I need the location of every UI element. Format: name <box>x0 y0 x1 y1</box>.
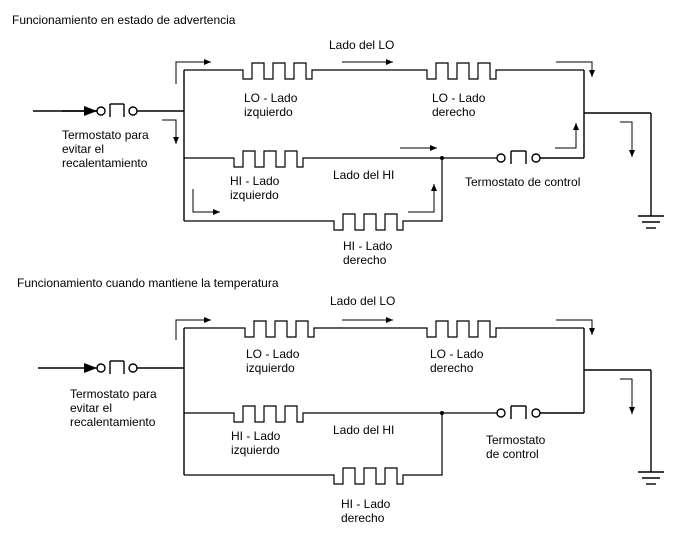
lo-branch-resistors <box>184 62 584 80</box>
ground-icon <box>638 215 664 229</box>
overheat-thermostat <box>96 360 184 374</box>
label-termostato-control-2: de control <box>486 447 539 461</box>
label-hi-derecho-2: derecho <box>343 253 387 267</box>
label-termostato-control: Termostato de control <box>465 175 580 189</box>
label-lado-hi: Lado del HI <box>333 423 394 437</box>
label-lo-derecho: LO - Lado <box>430 347 484 361</box>
label-hi-izquierdo: HI - Lado <box>230 174 280 188</box>
control-thermostat <box>496 150 584 164</box>
label-termostato-para-2: evitar el <box>62 142 104 156</box>
diagram-title: Funcionamiento en estado de advertencia <box>12 13 236 27</box>
label-lado-lo: Lado del LO <box>330 294 395 308</box>
label-hi-derecho: HI - Lado <box>343 239 393 253</box>
current-flow-arrows <box>162 59 635 215</box>
label-termostato-para: Termostato para <box>62 128 149 142</box>
overheat-thermostat <box>62 103 184 117</box>
label-termostato-para-2: evitar el <box>70 401 112 415</box>
label-termostato-para: Termostato para <box>70 387 157 401</box>
hi-left-resistors <box>184 405 497 423</box>
label-lo-izquierdo-2: izquierdo <box>244 105 293 119</box>
hi-right-resistors <box>184 413 443 485</box>
label-lo-derecho-2: derecho <box>430 361 474 375</box>
label-hi-izquierdo-2: izquierdo <box>230 188 279 202</box>
label-termostato-para-3: recalentamiento <box>70 415 156 429</box>
label-lo-izquierdo: LO - Lado <box>244 91 298 105</box>
label-lo-derecho-2: derecho <box>432 105 476 119</box>
diagram-maintain-temperature: Funcionamiento cuando mantiene la temper… <box>17 276 664 525</box>
control-thermostat <box>496 405 584 419</box>
label-hi-izquierdo: HI - Lado <box>231 429 281 443</box>
diagram-warning-state: Funcionamiento en estado de advertencia <box>12 13 664 267</box>
label-lo-izquierdo-2: izquierdo <box>246 361 295 375</box>
label-hi-izquierdo-2: izquierdo <box>231 443 280 457</box>
label-hi-derecho: HI - Lado <box>341 497 391 511</box>
label-termostato-para-3: recalentamiento <box>62 156 148 170</box>
diagram-title: Funcionamiento cuando mantiene la temper… <box>17 276 279 290</box>
label-lado-hi: Lado del HI <box>333 168 394 182</box>
label-lo-derecho: LO - Lado <box>432 91 486 105</box>
current-flow-arrows <box>175 317 635 414</box>
hi-left-resistors <box>184 150 497 168</box>
label-lo-izquierdo: LO - Lado <box>246 347 300 361</box>
label-termostato-control: Termostato <box>486 433 546 447</box>
label-hi-derecho-2: derecho <box>341 511 385 525</box>
lo-branch-resistors <box>184 320 584 338</box>
ground-icon <box>638 471 664 485</box>
hi-right-resistors <box>184 158 443 231</box>
label-lado-lo: Lado del LO <box>329 38 394 52</box>
